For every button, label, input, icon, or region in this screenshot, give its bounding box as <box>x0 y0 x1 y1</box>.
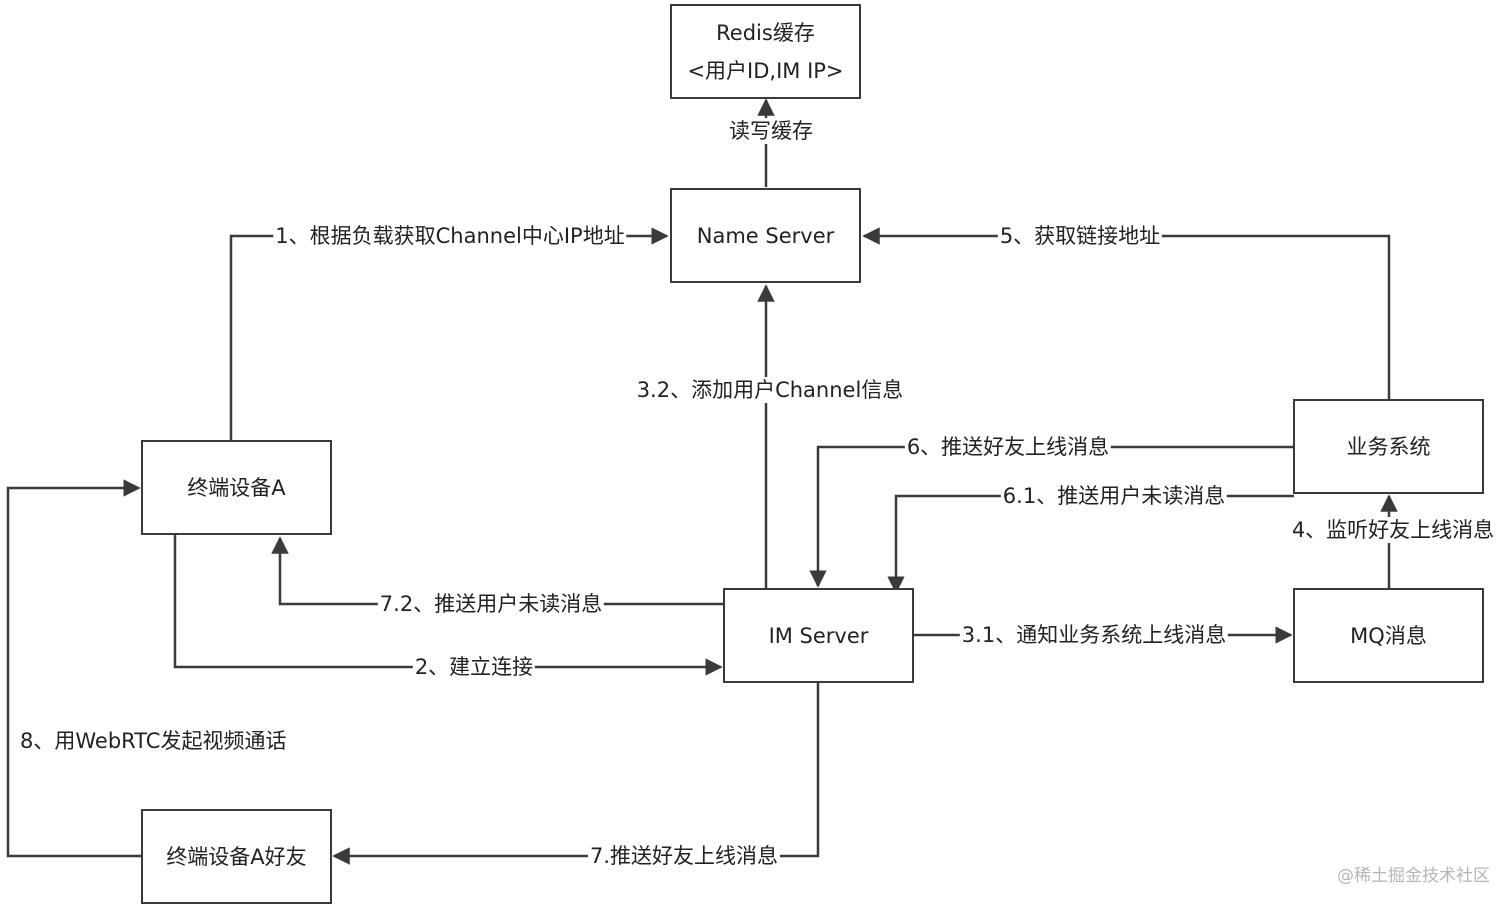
edge-label-6: 6、推送好友上线消息 <box>904 434 1112 460</box>
im-server-node: IM Server <box>723 588 914 683</box>
redis-cache-node: Redis缓存 <用户ID,IM IP> <box>670 4 861 99</box>
name-server-node: Name Server <box>670 188 861 283</box>
device-a-label: 终端设备A <box>187 475 286 500</box>
edge-label-5: 5、获取链接地址 <box>997 223 1163 249</box>
edge-label-6-1: 6.1、推送用户未读消息 <box>1000 483 1228 509</box>
edge-label-read-write-cache: 读写缓存 <box>727 118 815 144</box>
edge-label-4: 4、监听好友上线消息 <box>1289 517 1497 543</box>
business-system-label: 业务系统 <box>1346 434 1431 459</box>
mq-node: MQ消息 <box>1293 588 1484 683</box>
edge-label-3-1: 3.1、通知业务系统上线消息 <box>959 622 1229 648</box>
edge-1 <box>229 227 669 441</box>
edge-label-3-2: 3.2、添加用户Channel信息 <box>634 377 906 403</box>
edge-7 <box>332 682 820 865</box>
business-system-node: 业务系统 <box>1293 399 1484 494</box>
edge-label-7: 7.推送好友上线消息 <box>587 843 781 869</box>
edge-8 <box>6 479 142 858</box>
edge-label-1: 1、根据负载获取Channel中心IP地址 <box>273 223 627 249</box>
edge-6-1 <box>887 494 1294 594</box>
edge-6 <box>809 445 1294 588</box>
name-server-label: Name Server <box>696 223 835 248</box>
device-a-node: 终端设备A <box>141 440 332 535</box>
device-a-friend-node: 终端设备A好友 <box>141 809 332 904</box>
edge-label-7-2: 7.2、推送用户未读消息 <box>377 591 605 617</box>
device-a-friend-label: 终端设备A好友 <box>166 844 307 869</box>
edge-2 <box>173 535 723 676</box>
redis-subtitle: <用户ID,IM IP> <box>687 58 844 83</box>
edge-label-2: 2、建立连接 <box>412 654 536 680</box>
edge-label-8: 8、用WebRTC发起视频通话 <box>18 728 289 754</box>
mq-label: MQ消息 <box>1350 623 1427 648</box>
im-server-label: IM Server <box>768 623 869 648</box>
edge-5 <box>862 227 1391 400</box>
redis-title: Redis缓存 <box>716 20 815 45</box>
watermark: @稀土掘金技术社区 <box>1337 866 1490 886</box>
